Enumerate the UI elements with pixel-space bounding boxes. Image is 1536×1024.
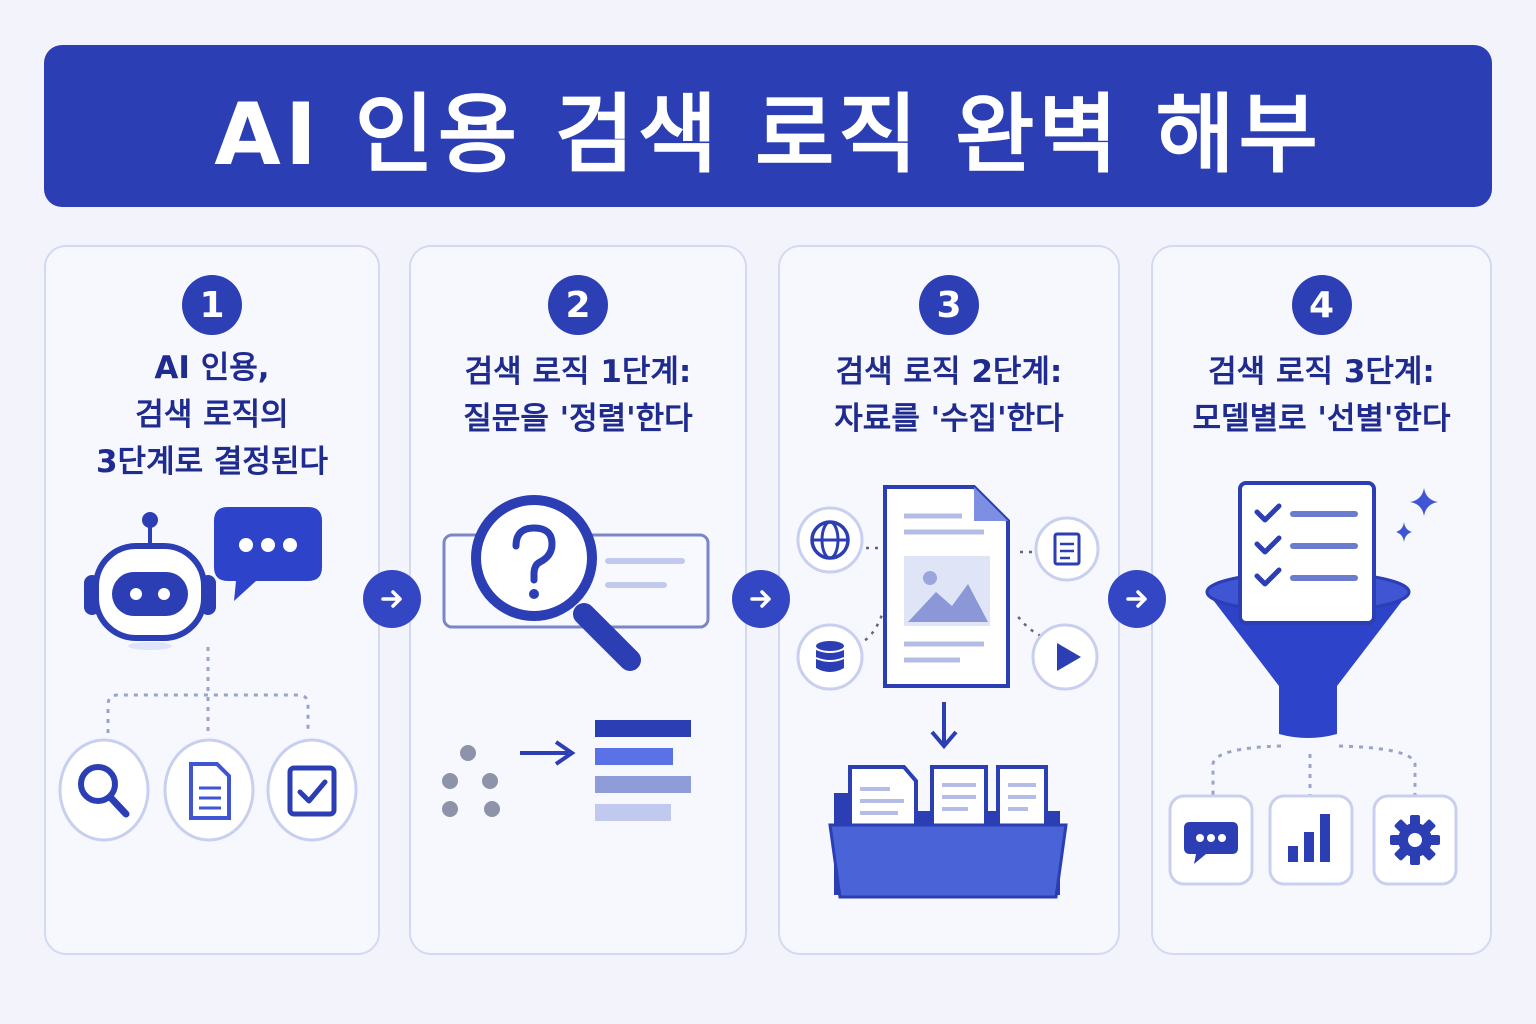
sparkle-icon — [1396, 488, 1438, 542]
connector-lines — [1211, 744, 1417, 796]
globe-icon — [796, 506, 864, 574]
connector-lines — [106, 647, 310, 733]
step-title-2: 검색 로직 1단계: 질문을 '정렬'한다 — [411, 349, 745, 443]
step-title-line: 검색 로직 2단계: — [835, 354, 1063, 390]
magnifier-question-icon — [471, 495, 641, 671]
checkbox-icon — [266, 738, 358, 842]
bar-chart-icon — [1268, 794, 1354, 886]
image-document-icon — [883, 485, 1010, 688]
title-banner: AI 인용 검색 로직 완벽 해부 — [44, 45, 1492, 207]
next-arrow-icon — [1108, 570, 1166, 628]
step-number-3: 3 — [919, 275, 979, 335]
step-title-line: 검색 로직 3단계: — [1208, 354, 1435, 390]
step-title-line: AI 인용, — [154, 350, 270, 386]
step-title-line: 3단계로 결정된다 — [95, 444, 328, 480]
robot-icon — [84, 512, 216, 650]
play-icon — [1031, 623, 1099, 691]
step-number-2: 2 — [548, 275, 608, 335]
search-icon — [58, 738, 150, 842]
down-arrow-icon — [930, 702, 958, 750]
note-icon — [1034, 516, 1100, 582]
step-number-4: 4 — [1291, 275, 1352, 335]
step-title-line: 검색 로직의 — [135, 397, 289, 433]
database-icon — [796, 623, 864, 691]
sort-arrow-icon — [520, 740, 576, 766]
next-arrow-icon — [732, 570, 790, 628]
step-title-line: 질문을 '정렬'한다 — [463, 401, 693, 437]
checklist-icon — [1238, 481, 1376, 625]
document-icon — [163, 738, 255, 842]
step-number-1: 1 — [182, 275, 242, 335]
page-title: AI 인용 검색 로직 완벽 해부 — [214, 84, 1322, 185]
step-title-1: AI 인용, 검색 로직의 3단계로 결정된다 — [46, 345, 378, 486]
step-title-3: 검색 로직 2단계: 자료를 '수집'한다 — [780, 349, 1118, 443]
sort-bars-icon — [595, 720, 691, 821]
chat-icon — [1168, 794, 1254, 886]
dots-icon — [442, 745, 500, 817]
next-arrow-icon — [363, 570, 421, 628]
gear-icon — [1372, 794, 1458, 886]
step-title-4: 검색 로직 3단계: 모델별로 '선별'한다 — [1153, 349, 1490, 443]
step-title-line: 검색 로직 1단계: — [464, 354, 692, 390]
step-title-line: 자료를 '수집'한다 — [834, 401, 1064, 437]
step-title-line: 모델별로 '선별'한다 — [1192, 401, 1451, 437]
chat-bubble-icon — [214, 507, 322, 601]
folder-icon — [828, 765, 1068, 899]
